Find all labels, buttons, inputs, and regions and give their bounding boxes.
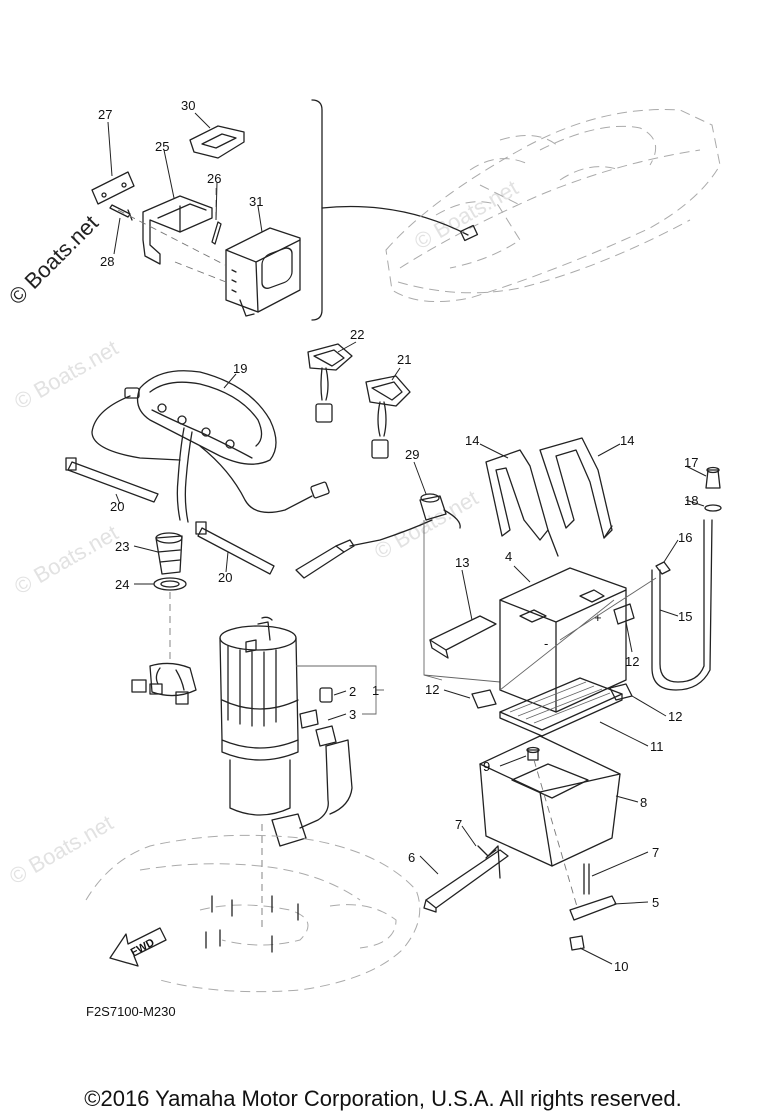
part-number-label: 19 [233, 361, 247, 376]
part-number-label: 23 [115, 539, 129, 554]
faint-watermark: © Boats.net [5, 810, 117, 889]
watermark: © Boats.net [4, 210, 103, 309]
part-number-label: 7 [652, 845, 659, 860]
faint-watermark: © Boats.net [370, 485, 482, 564]
part-number-label: 31 [249, 194, 263, 209]
part-number-label: 24 [115, 577, 129, 592]
part-number-label: 20 [218, 570, 232, 585]
part-number-label: 15 [678, 609, 692, 624]
part-number-label: 14 [620, 433, 634, 448]
part-number-label: 16 [678, 530, 692, 545]
part-number-label: 26 [207, 171, 221, 186]
mount-studs [205, 895, 299, 953]
part-number-label: 28 [100, 254, 114, 269]
part-number-label: 17 [684, 455, 698, 470]
part-number-label: 14 [465, 433, 479, 448]
faint-watermark: © Boats.net [410, 175, 522, 254]
part-number-label: 27 [98, 107, 112, 122]
part-number-label: 12 [625, 654, 639, 669]
faint-watermark: © Boats.net [10, 520, 122, 599]
part-number-label: 3 [349, 707, 356, 722]
meter-assembly [91, 370, 330, 523]
part-number-label: 10 [614, 959, 628, 974]
part-number-label: 12 [668, 709, 682, 724]
part-number-label: 7 [455, 817, 462, 832]
sensor-assembly [295, 461, 501, 683]
part-number-label: 18 [684, 493, 698, 508]
faint-watermark: © Boats.net [10, 335, 122, 414]
part-number-label: 9 [483, 759, 490, 774]
watercraft-sketch [385, 109, 721, 303]
fuel-pump-assembly [219, 616, 384, 930]
part-number-label: 11 [650, 739, 664, 754]
part-number-label: 1 [372, 683, 379, 698]
part-number-label: 29 [405, 447, 419, 462]
part-number-label: 20 [110, 499, 124, 514]
meter-switches [307, 341, 411, 459]
part-number-label: 12 [425, 682, 439, 697]
drawing-code: F2S7100-M230 [86, 1004, 176, 1019]
battery-assembly: + - [419, 437, 722, 965]
part-number-label: 13 [455, 555, 469, 570]
part-number-label: 8 [640, 795, 647, 810]
part-number-labels: 27 30 25 26 31 28 22 21 19 29 14 14 17 1… [98, 98, 698, 974]
faint-watermarks: © Boats.net © Boats.net © Boats.net © Bo… [5, 175, 522, 889]
part-number-label: 30 [181, 98, 195, 113]
part-number-label: 6 [408, 850, 415, 865]
part-number-label: 2 [349, 684, 356, 699]
hull-sketch [85, 834, 421, 993]
copyright-notice: ©2016 Yamaha Motor Corporation, U.S.A. A… [84, 1086, 682, 1111]
part-number-label: 21 [397, 352, 411, 367]
cable-ties [65, 457, 275, 575]
part-number-label: 25 [155, 139, 169, 154]
part-number-label: 22 [350, 327, 364, 342]
svg-text:+: + [594, 610, 602, 625]
harness-connector [131, 532, 197, 705]
fwd-arrow: FWD [109, 927, 167, 967]
svg-text:-: - [544, 636, 548, 651]
fwd-label: FWD [129, 936, 157, 958]
part-number-label: 4 [505, 549, 512, 564]
receiver-assembly [91, 99, 469, 321]
part-number-label: 5 [652, 895, 659, 910]
